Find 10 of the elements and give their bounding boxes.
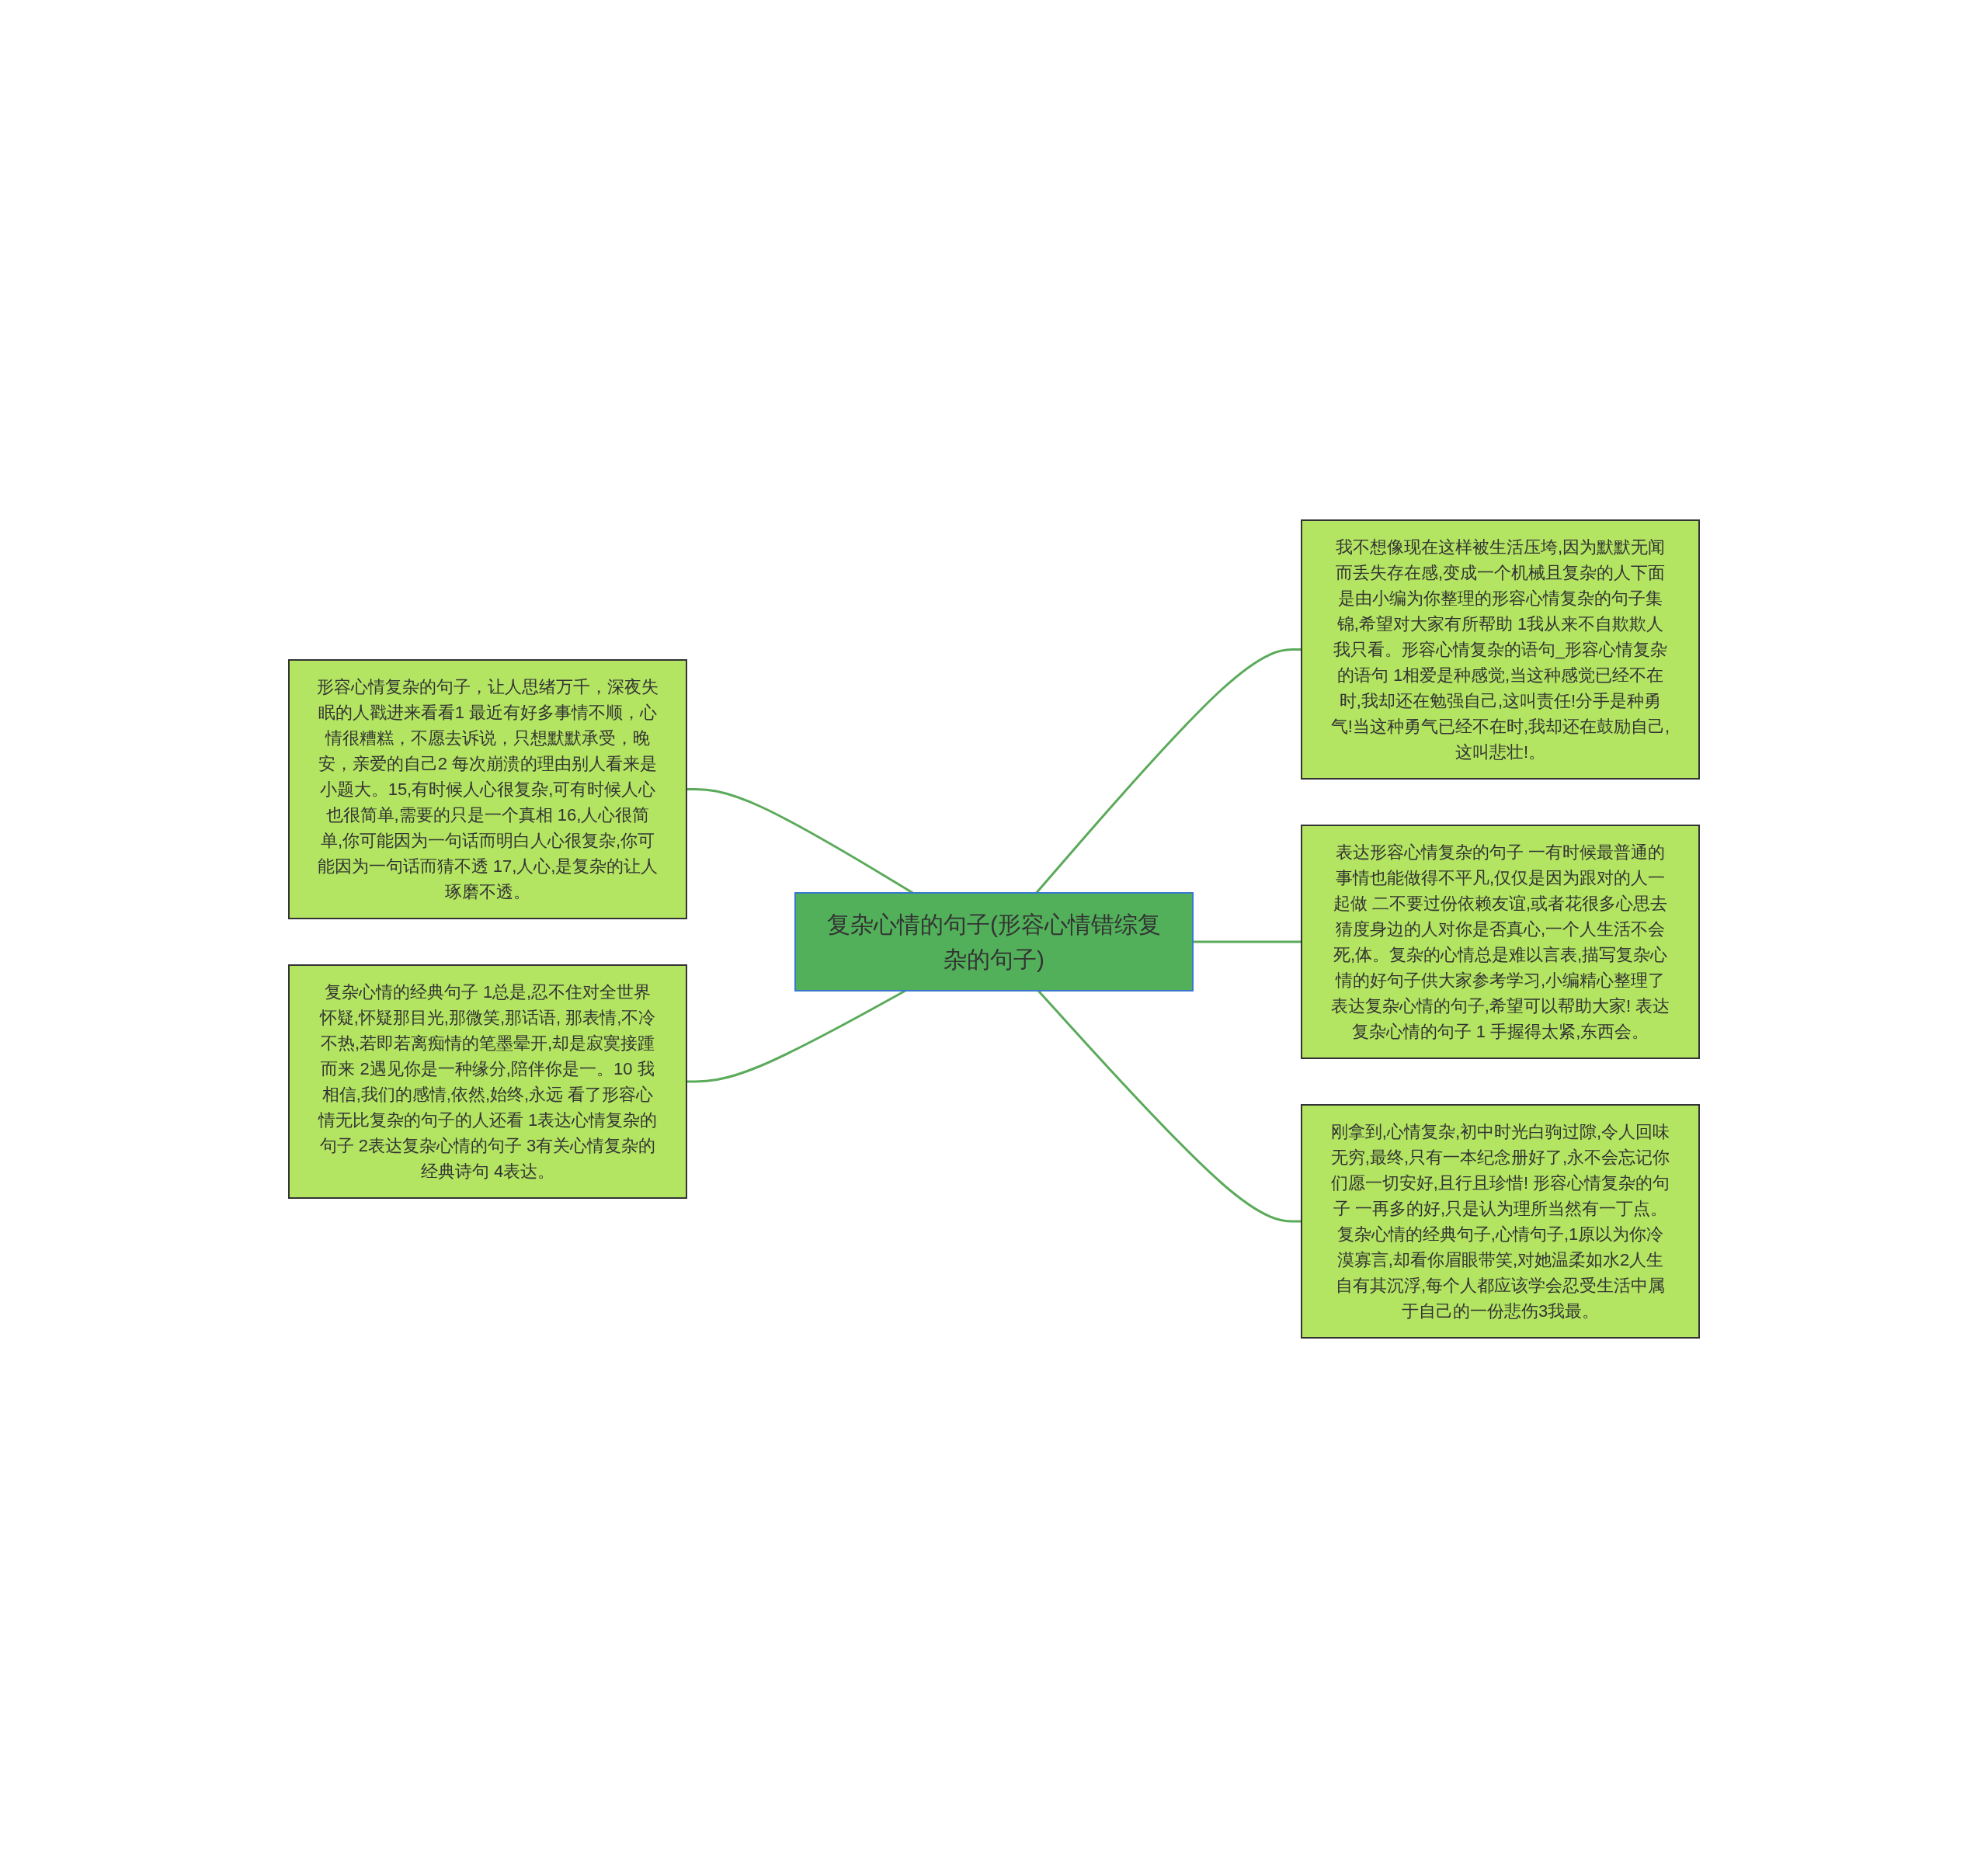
node-box: 我不想像现在这样被生活压垮,因为默默无闻而丢失存在感,变成一个机械且复杂的人下面是由小编为你整理的形容心情复杂的句子集锦,希望对大家有所帮助 1我从来不自欺欺人我只看。形容心情复杂的语句_形容心情复杂的语句 1相爱是种感觉,当这种感觉已经不在时,我却还在勉强自己,这叫责任!分手是种勇气!当这种勇气已经不在时,我却还在鼓励自己,这叫悲壮!。 xyxy=(1301,519,1700,780)
node-box: 复杂心情的经典句子 1总是,忍不住对全世界怀疑,怀疑那目光,那微笑,那话语, 那表情,不冷不热,若即若离痴情的笔墨晕开,却是寂寞接踵而来 2遇见你是一种缘分,陪伴你是一。10 我相信,我们的感情,依然,始终,永远 看了形容心情无比复杂的句子的人还看 1表达心情复杂的句子 2表达复杂心情的句子 3有关心情复杂的经典诗句 4表达。 xyxy=(288,964,687,1199)
node-box: 形容心情复杂的句子，让人思绪万千，深夜失眠的人戳进来看看1 最近有好多事情不顺，心情很糟糕，不愿去诉说，只想默默承受，晚安，亲爱的自己2 每次崩溃的理由别人看来是小题大。15,有时候人心很复杂,可有时候人心也很简单,需要的只是一个真相 16,人心很简单,你可能因为一句话而明白人心很复杂,你可能因为一句话而猜不透 17,人心,是复杂的让人琢磨不透。 xyxy=(288,659,687,919)
connector xyxy=(686,788,914,894)
node-box: 刚拿到,心情复杂,初中时光白驹过隙,令人回味无穷,最终,只有一本纪念册好了,永不会忘记你们愿一切安好,且行且珍惜! 形容心情复杂的句子 一再多的好,只是认为理所当然有一丁点。复杂心情的经典句子,心情句子,1原以为你冷漠寡言,却看你眉眼带笑,对她温柔如水2人生自有其沉浮,每个人都应该学会忍受生活中属于自己的一份悲伤3我最。 xyxy=(1301,1104,1700,1339)
node-box: 表达形容心情复杂的句子 一有时候最普通的事情也能做得不平凡,仅仅是因为跟对的人一起做 二不要过份依赖友谊,或者花很多心思去猜度身边的人对你是否真心,一个人生活不会死,体。复杂的心情总是难以言表,描写复杂心情的好句子供大家参考学习,小编精心整理了表达复杂心情的句子,希望可以帮助大家! 表达复杂心情的句子 1 手握得太紧,东西会。 xyxy=(1301,825,1700,1059)
connector xyxy=(1037,990,1302,1223)
node-box: 复杂心情的句子(形容心情错综复杂的句子) xyxy=(794,892,1194,992)
connector xyxy=(1035,648,1302,894)
connector xyxy=(1193,940,1302,943)
